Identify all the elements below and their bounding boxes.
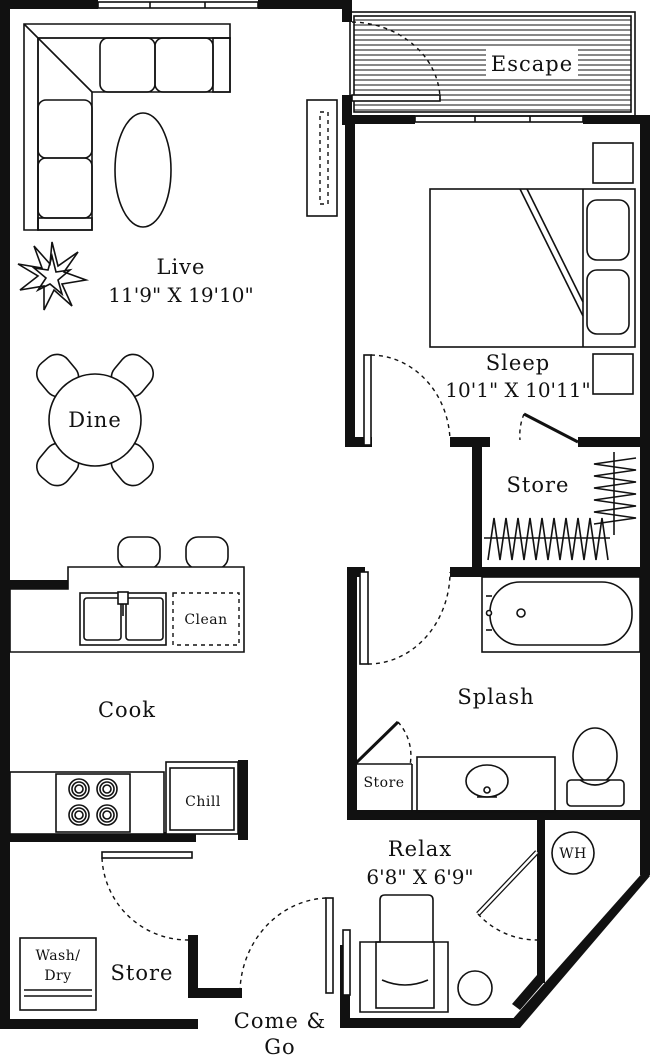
bathroom-vanity [416, 756, 556, 813]
washer-dryer: Wash/ Dry [19, 937, 97, 1011]
wash-dry-label-1: Wash/ [36, 948, 81, 964]
tv-console [306, 99, 338, 217]
cook-label: Cook [98, 698, 156, 722]
entry-door [239, 897, 351, 996]
walls [0, 0, 650, 1029]
live-label: Live [157, 255, 206, 279]
store-closet-label: Store [507, 473, 570, 497]
wh-label: WH [559, 846, 587, 862]
sleep-dimensions: 10'1" X 10'11" [445, 378, 590, 402]
sofa [23, 23, 231, 231]
side-table [457, 970, 493, 1006]
store-laundry-label: Store [111, 961, 174, 985]
bath-storage: Store [353, 720, 413, 812]
toilet [566, 727, 625, 807]
live-dimensions: 11'9" X 19'10" [108, 283, 253, 307]
bathroom-door [359, 571, 369, 665]
bed [429, 142, 636, 395]
coffee-table [114, 112, 172, 228]
kitchen-island: Clean [9, 536, 245, 653]
bedroom-door [363, 354, 372, 446]
entry-label-1: Come & [234, 1009, 326, 1033]
refrigerator: Chill [165, 761, 239, 835]
sleep-label: Sleep [486, 351, 550, 375]
kitchen-counter [9, 771, 165, 835]
relax-label: Relax [388, 837, 452, 861]
dine-label: Dine [68, 408, 122, 432]
armchair [359, 894, 449, 1013]
laundry-door [101, 851, 193, 859]
escape-label: Escape [491, 52, 573, 76]
bathtub [481, 576, 641, 653]
closet-hangers [484, 452, 637, 561]
plant [17, 241, 90, 311]
relax-dimensions: 6'8" X 6'9" [366, 865, 473, 889]
dining-table: Dine [35, 353, 155, 487]
entry-label-2: Go [264, 1035, 295, 1059]
chill-label: Chill [185, 794, 221, 810]
balcony: Escape [349, 11, 636, 117]
store-bath-label: Store [363, 775, 404, 791]
wash-dry-label-2: Dry [44, 968, 71, 984]
splash-label: Splash [457, 685, 534, 709]
closet-door [523, 412, 579, 444]
clean-label: Clean [184, 612, 227, 628]
water-heater: WH [551, 831, 595, 875]
